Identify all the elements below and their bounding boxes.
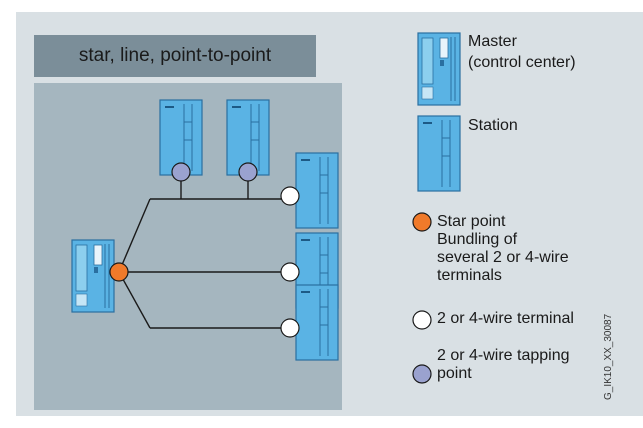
legend-star-line3: several 2 or 4-wire (437, 249, 569, 266)
legend-star-line1: Star point (437, 213, 506, 230)
legend-tapping-label: 2 or 4-wire tapping point (437, 347, 570, 383)
diagram-title: star, line, point-to-point (34, 35, 316, 77)
diagram-title-text: star, line, point-to-point (78, 45, 272, 66)
legend-tapping-point-icon (412, 364, 432, 384)
legend-tapping-line1: 2 or 4-wire tapping (437, 347, 570, 364)
terminal-icon (280, 186, 300, 206)
legend-master-line1: Master (468, 33, 517, 50)
star-point-icon (109, 262, 129, 282)
legend-master-label: Master (control center) (468, 33, 576, 72)
legend-master-line2: (control center) (468, 54, 576, 71)
station-device-icon (295, 284, 339, 361)
legend-station-label: Station (468, 117, 518, 134)
legend-terminal-label: 2 or 4-wire terminal (437, 310, 574, 327)
master-device-icon (71, 239, 115, 313)
legend-terminal-icon (412, 310, 432, 330)
legend-tapping-line2: point (437, 365, 472, 382)
connection-lines (118, 172, 288, 329)
legend-master-icon (417, 32, 461, 106)
tapping-point-icon (171, 162, 191, 182)
legend-star-label: Star point Bundling of several 2 or 4-wi… (437, 213, 569, 285)
figure-id-label: G_IK10_XX_30087 (603, 313, 614, 400)
legend-station-icon (417, 115, 461, 192)
legend-star-line4: terminals (437, 267, 502, 284)
legend-star-line2: Bundling of (437, 231, 518, 248)
terminal-icon (280, 318, 300, 338)
legend-star-point-icon (412, 212, 432, 232)
tapping-point-icon (238, 162, 258, 182)
terminal-icon (280, 262, 300, 282)
station-device-icon (295, 152, 339, 229)
